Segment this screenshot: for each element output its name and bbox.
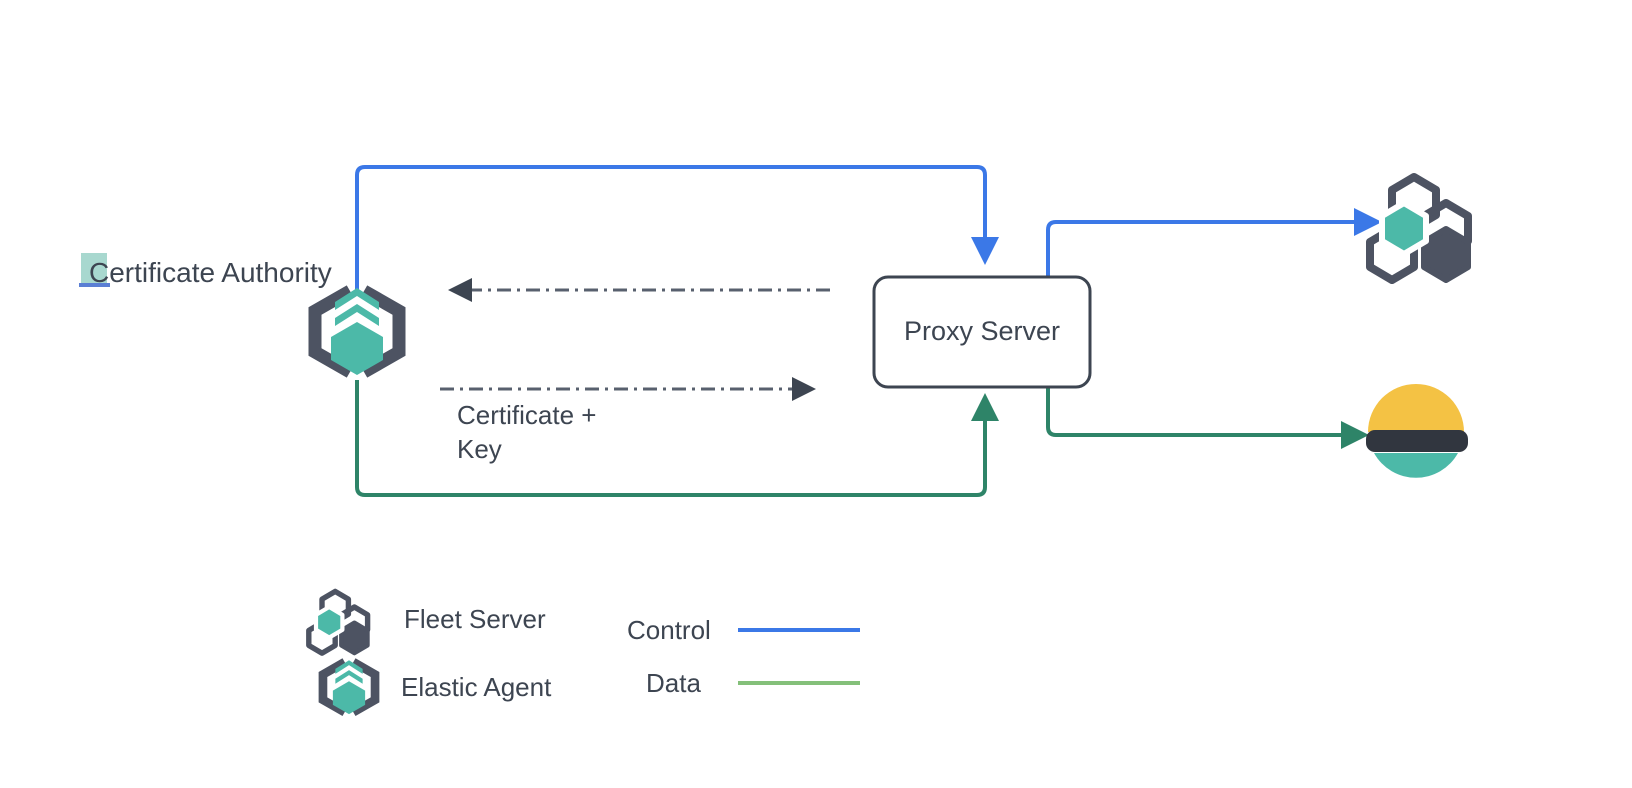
legend-elastic-agent-bracket-left (318, 658, 347, 717)
proxy-server-label: Proxy Server (904, 316, 1060, 346)
certificate-authority-node[interactable] (308, 285, 406, 378)
legend-elastic-agent-chevron-top (335, 660, 363, 674)
legend-fleet-server-label: Fleet Server (404, 604, 546, 634)
highlight-box (81, 253, 107, 285)
legend-control-label: Control (627, 615, 711, 645)
fleet-hexagon-teal (1379, 200, 1429, 257)
legend-elastic-agent-item[interactable] (318, 658, 380, 717)
edge-proxy-to-fleet-control (1046, 208, 1382, 280)
edge-proxy-to-elasticsearch-data (1046, 380, 1369, 449)
elasticsearch-node[interactable] (1366, 384, 1468, 478)
control-line-proxy-fleet (1046, 208, 1382, 280)
fleet-server-node[interactable] (1366, 173, 1472, 284)
elastic-agent-bracket-left (308, 285, 354, 378)
legend-elastic-agent-bracket-right (351, 658, 380, 717)
elastic-agent-chevron-mid (335, 304, 379, 326)
legend-elastic-agent-hexagon (332, 681, 366, 715)
certificate-key-line2: Key (457, 434, 502, 464)
elasticsearch-arc-top (1368, 384, 1464, 432)
control-line-agent-proxy (355, 165, 999, 290)
elastic-agent-chevron-top (335, 288, 379, 310)
fleet-hexagon-dark (1421, 226, 1471, 283)
data-line-proxy-elasticsearch (1046, 380, 1369, 449)
data-line-agent-proxy (355, 380, 999, 497)
legend-elastic-agent-chevron-mid (335, 670, 363, 684)
legend: Fleet Server Elastic Agent Control Data (306, 588, 860, 717)
elasticsearch-arc-bottom (1374, 453, 1458, 478)
legend-fleet-hexagon-dark (339, 620, 370, 656)
certificate-key-edge-label: Certificate + Key (457, 400, 596, 464)
edge-agent-to-proxy-data (355, 380, 999, 497)
certificate-authority-label: Certificate Authority (89, 257, 332, 288)
certificate-authority-label-group: Certificate Authority (79, 253, 332, 288)
elastic-agent-bracket-right (360, 285, 406, 378)
legend-fleet-server-item[interactable] (306, 588, 371, 656)
highlight-underline (79, 283, 110, 287)
elastic-agent-hexagon (331, 322, 383, 375)
proxy-server-node[interactable]: Proxy Server (872, 275, 1092, 389)
edge-agent-to-proxy-control (355, 165, 999, 290)
legend-fleet-hexagon-teal (313, 604, 345, 640)
legend-elastic-agent-label: Elastic Agent (401, 672, 552, 702)
legend-data-label: Data (646, 668, 701, 698)
certificate-key-line1: Certificate + (457, 400, 596, 430)
proxy-server-box (872, 275, 1092, 389)
elasticsearch-bar (1366, 430, 1468, 452)
